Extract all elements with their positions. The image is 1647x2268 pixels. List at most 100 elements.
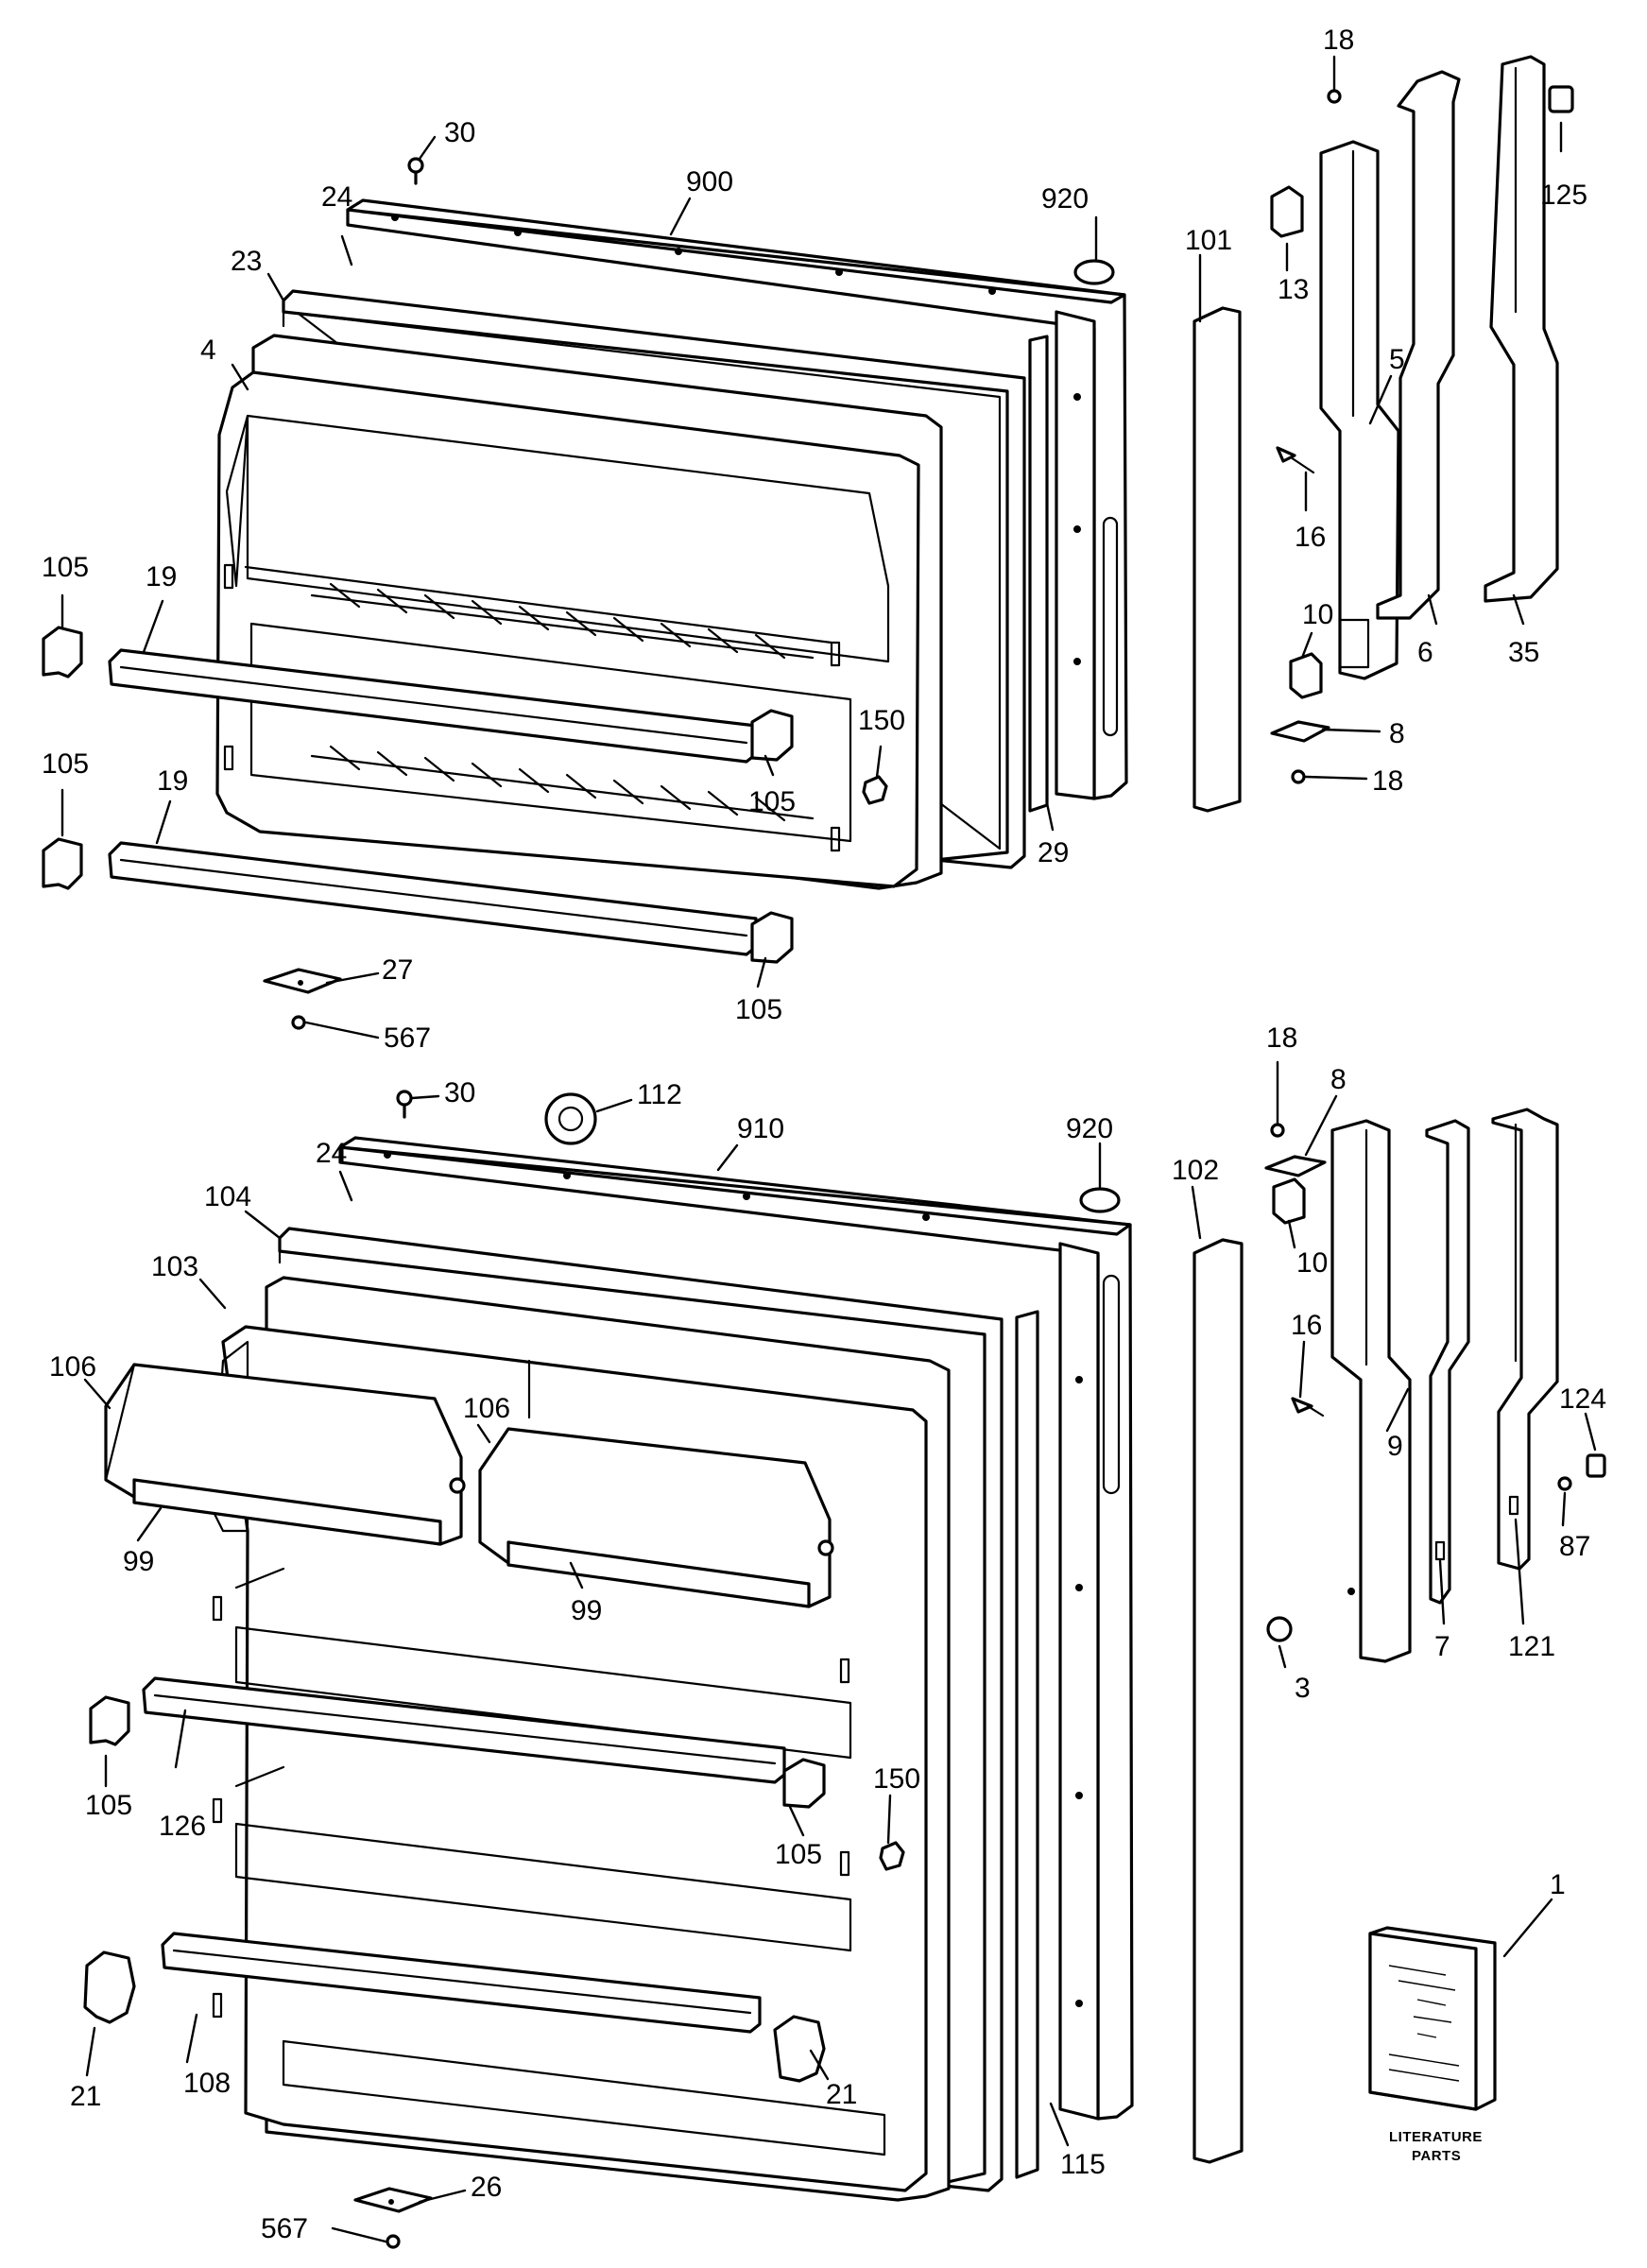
cover-10 <box>1272 1177 1306 1225</box>
screw-18-lower <box>1291 769 1306 784</box>
callout-26: 26 <box>471 2172 502 2203</box>
callout-150: 150 <box>858 705 905 736</box>
callout-18: 18 <box>1323 25 1354 56</box>
callout-21: 21 <box>826 2079 857 2110</box>
callout-126: 126 <box>159 1811 206 1842</box>
callout-102: 102 <box>1172 1155 1219 1186</box>
inner-door-liner-4 <box>215 334 943 890</box>
callout-103: 103 <box>151 1251 198 1282</box>
callout-105: 105 <box>85 1790 132 1821</box>
screw-18 <box>1270 1123 1285 1138</box>
callout-105: 105 <box>775 1839 822 1870</box>
shelf-bracket-21 <box>83 1950 826 2083</box>
callout-35: 35 <box>1508 637 1539 668</box>
screw-30 <box>407 157 424 185</box>
callout-121: 121 <box>1508 1631 1555 1662</box>
callout-10: 10 <box>1302 599 1333 630</box>
callout-19: 19 <box>146 561 177 593</box>
retainer-150 <box>879 1841 905 1871</box>
upper-door-assembly: 18 30 900 920 24 23 4 101 13 125 5 16 10… <box>42 25 1587 1054</box>
callout-8: 8 <box>1389 718 1405 749</box>
plug-920 <box>1079 1187 1121 1213</box>
callout-567: 567 <box>384 1022 431 1054</box>
callout-99: 99 <box>123 1546 154 1577</box>
screw-16 <box>1291 1397 1325 1418</box>
callout-108: 108 <box>183 2068 231 2099</box>
handle-mount-5 <box>1319 140 1400 680</box>
screw-30 <box>396 1090 413 1119</box>
callout-4: 4 <box>200 335 216 366</box>
callout-30: 30 <box>444 1077 475 1108</box>
cap-125 <box>1548 85 1574 113</box>
callout-105: 105 <box>748 786 796 817</box>
callout-105: 105 <box>42 748 89 780</box>
hinge-plate-27 <box>263 968 342 994</box>
breaker-strip-115 <box>1015 1310 1039 2179</box>
callout-13: 13 <box>1278 274 1309 305</box>
callout-24: 24 <box>316 1138 347 1169</box>
callout-10: 10 <box>1296 1247 1328 1279</box>
callout-21: 21 <box>70 2081 101 2112</box>
cover-10 <box>1289 652 1323 699</box>
callout-23: 23 <box>231 246 262 277</box>
screw-16 <box>1276 446 1315 474</box>
callout-115: 115 <box>1060 2149 1106 2180</box>
plug-3 <box>1266 1616 1293 1642</box>
hinge-strap-121 <box>1491 1108 1559 1571</box>
callout-18: 18 <box>1372 765 1403 797</box>
breaker-strip-29 <box>1028 335 1049 813</box>
callout-910: 910 <box>737 1113 784 1144</box>
screw-87 <box>1557 1476 1572 1491</box>
screw-18-top <box>1327 89 1342 104</box>
outer-door-panel-910 <box>338 1136 1134 2121</box>
callout-105: 105 <box>735 994 782 1025</box>
shelf-bracket-105-lower <box>89 1695 826 1809</box>
hinge-strap-35 <box>1484 55 1559 603</box>
callout-24: 24 <box>321 181 352 213</box>
shelf-bar-108 <box>161 1932 762 2034</box>
hinge-plate-26 <box>353 2187 433 2213</box>
callout-1: 1 <box>1550 1869 1566 1900</box>
hinge-cover-13 <box>1270 185 1304 238</box>
hinge-pin-8 <box>1270 720 1330 743</box>
screw-567-upper <box>291 1015 306 1030</box>
callout-900: 900 <box>686 166 733 198</box>
callout-112: 112 <box>637 1079 682 1110</box>
callout-106: 106 <box>49 1351 96 1383</box>
retainer-150 <box>862 775 888 805</box>
door-gasket-104 <box>278 1227 1004 2192</box>
callout-99: 99 <box>571 1595 602 1626</box>
literature-caption-line2: PARTS <box>1412 2148 1461 2164</box>
callout-5: 5 <box>1389 344 1405 375</box>
callout-30: 30 <box>444 117 475 148</box>
callout-101: 101 <box>1185 225 1232 256</box>
callout-16: 16 <box>1295 522 1326 553</box>
callout-7: 7 <box>1434 1631 1450 1662</box>
door-handle-101 <box>1192 306 1242 813</box>
callout-6: 6 <box>1417 637 1433 668</box>
callout-9: 9 <box>1387 1431 1403 1462</box>
callout-19: 19 <box>157 765 188 797</box>
dairy-compartment-106-left <box>104 1363 466 1546</box>
callout-125: 125 <box>1540 180 1587 211</box>
shelf-bracket-105 <box>42 626 794 964</box>
callout-106: 106 <box>463 1393 510 1424</box>
callout-567: 567 <box>261 2213 308 2244</box>
literature-parts-booklet <box>1368 1926 1497 2111</box>
bracket-124 <box>1586 1453 1606 1478</box>
hinge-pin-8 <box>1264 1155 1327 1177</box>
lower-door-assembly: 18 8 30 112 910 920 102 24 104 10 103 16… <box>49 1022 1606 2249</box>
callout-87: 87 <box>1559 1531 1590 1562</box>
door-handle-102 <box>1192 1238 1244 2164</box>
literature-caption-line1: LITERATURE <box>1389 2129 1483 2145</box>
plug-920 <box>1073 259 1115 285</box>
callout-920: 920 <box>1041 183 1089 215</box>
callout-16: 16 <box>1291 1310 1322 1341</box>
callout-27: 27 <box>382 954 413 986</box>
dairy-compartment-106-right <box>478 1427 834 1608</box>
callout-18: 18 <box>1266 1022 1297 1054</box>
callout-3: 3 <box>1295 1673 1311 1704</box>
outer-door-panel-900 <box>346 198 1128 800</box>
callout-124: 124 <box>1559 1383 1606 1415</box>
